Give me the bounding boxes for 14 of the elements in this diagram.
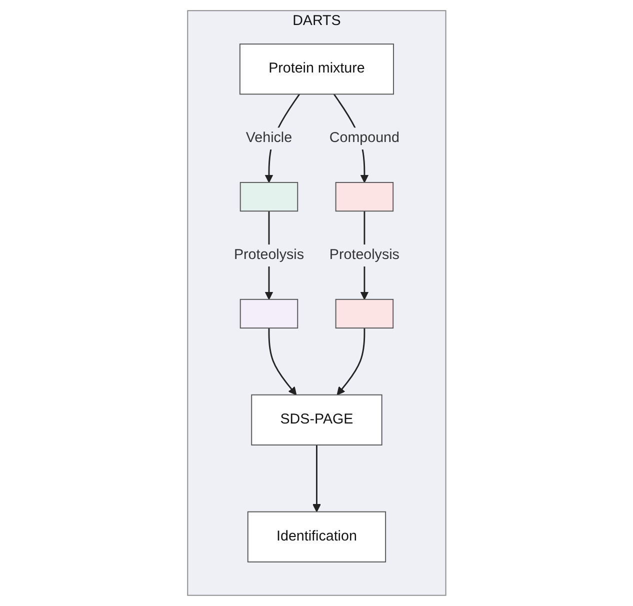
node-box: Identification (247, 511, 386, 562)
arrow (268, 328, 296, 396)
edge-label: Vehicle (246, 130, 292, 146)
node-box: Protein mixture (239, 44, 394, 95)
node-box (335, 298, 394, 329)
node-box (240, 182, 298, 212)
arrow (312, 445, 321, 512)
node-box (240, 298, 298, 329)
arrow (336, 328, 365, 396)
node-box (335, 182, 394, 212)
edge-label: Proteolysis (329, 246, 400, 263)
edge-label: Proteolysis (234, 246, 304, 263)
node-box: SDS-PAGE (250, 394, 382, 446)
edge-label: Compound (329, 130, 400, 146)
